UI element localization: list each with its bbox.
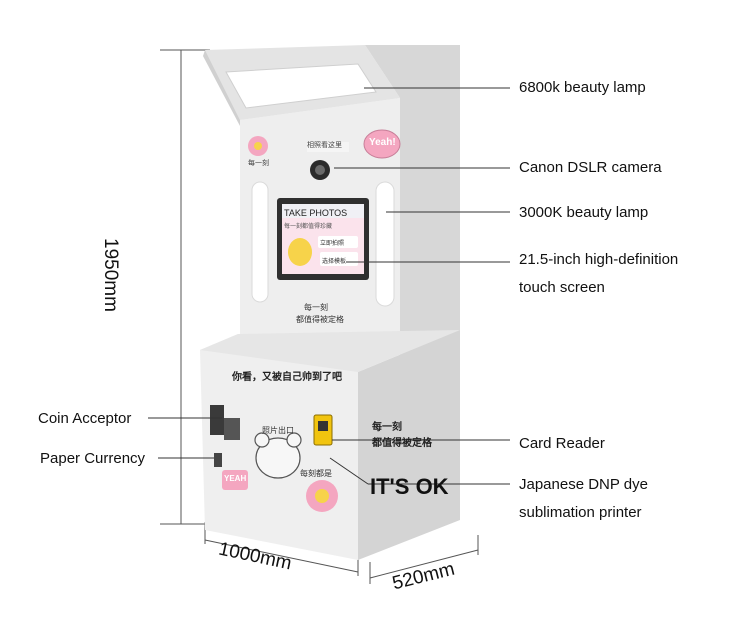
callout-camera: Canon DSLR camera (519, 159, 662, 176)
pink-sticker (222, 470, 248, 490)
flower-text: 每一刻 (248, 160, 269, 167)
height-dimension (160, 49, 210, 525)
small-flower-text: 每刻都是 (300, 469, 332, 478)
screen-mascot (288, 238, 312, 266)
camera-sticker (307, 142, 349, 152)
machine-side-lower (358, 330, 460, 560)
callout-screen-line1: 21.5-inch high-definition (519, 251, 679, 268)
machine-side-upper (365, 45, 460, 372)
cabinet-top (200, 330, 460, 372)
photo-output-label: 照片出口 (262, 426, 294, 435)
screen-title: TAKE PHOTOS (284, 208, 348, 218)
callout-lamp-6800k: 6800k beauty lamp (519, 79, 646, 96)
machine-front-lower (200, 334, 400, 560)
callout-printer-line1: Japanese DNP dye (519, 476, 648, 493)
yeah-badge-text: Yeah! (369, 137, 396, 148)
mid-text-2: 都值得被定格 (296, 315, 344, 324)
lamp-6800k-light (225, 63, 377, 109)
callout-lamp-3000k: 3000K beauty lamp (519, 204, 649, 221)
bill-acceptor (224, 418, 240, 440)
photo-output (255, 437, 301, 479)
screen-subtitle: 每一刻都值得珍藏 (284, 224, 333, 230)
top-sticker-text: 相照看这里 (307, 142, 342, 149)
side-text-1: 每一刻 (372, 422, 402, 433)
coin-acceptor (210, 405, 224, 435)
side-slogan: IT'S OK (370, 474, 449, 499)
lamp-3000k-right (375, 181, 395, 307)
dimension-height: 1950mm (100, 238, 121, 312)
callout-card-reader: Card Reader (519, 435, 605, 452)
screen-button-2: 选择模板 (322, 259, 347, 265)
callout-coin-acceptor: Coin Acceptor (38, 410, 132, 427)
yeah-badge (363, 129, 401, 159)
lamp-3000k-left (251, 181, 269, 303)
side-text-2: 都值得被定格 (372, 438, 432, 449)
screen-button-1: 立即拍照 (320, 241, 345, 247)
bill-slot (214, 453, 222, 467)
callout-lines (148, 87, 510, 485)
callout-printer-line2: sublimation printer (519, 504, 642, 521)
pink-sticker-text: YEAH (224, 474, 247, 483)
slogan-cn: 你看，又被自己帅到了吧 (232, 372, 342, 383)
depth-dimension (369, 535, 479, 584)
mid-text-1: 每一刻 (304, 303, 328, 312)
callout-paper-currency: Paper Currency (40, 450, 146, 467)
callout-screen-line2: touch screen (519, 279, 605, 296)
